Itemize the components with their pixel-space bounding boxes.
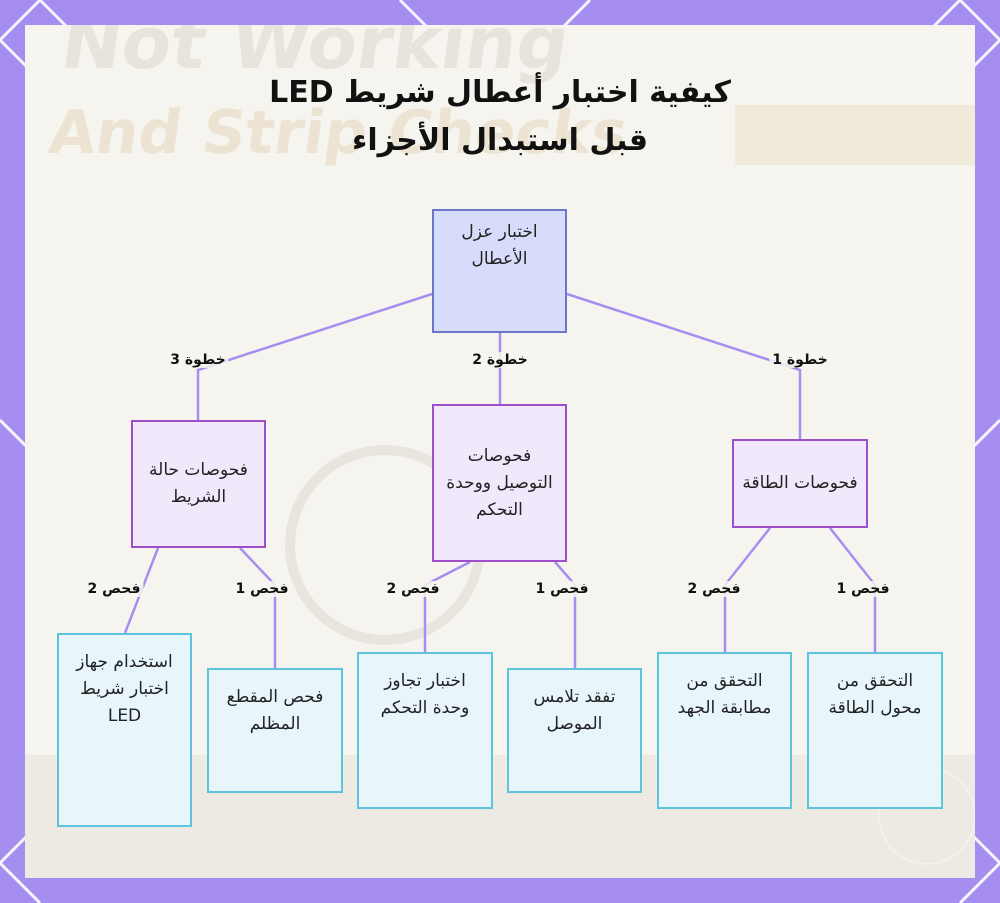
check-label-step2-2: فحص 2 bbox=[383, 581, 443, 597]
leaf-step3-check1-label: فحص المقطع المظلم bbox=[226, 687, 324, 734]
step-1-node-label: فحوصات الطاقة bbox=[742, 473, 858, 493]
step-3-node-label: فحوصات حالة الشريط bbox=[149, 460, 248, 507]
check-label-step3-1: فحص 1 bbox=[232, 581, 292, 597]
leaf-step3-check2: استخدام جهاز اختبار شريط LED bbox=[57, 633, 192, 827]
root-node-label: اختبار عزل الأعطال bbox=[461, 222, 538, 269]
diagram-title-line2: قبل استبدال الأجزاء bbox=[351, 123, 648, 158]
leaf-step1-check2-label: التحقق من مطابقة الجهد bbox=[677, 671, 772, 718]
step-2-node: فحوصات التوصيل ووحدة التحكم bbox=[432, 404, 567, 562]
step-1-node: فحوصات الطاقة bbox=[732, 439, 868, 528]
step-3-node: فحوصات حالة الشريط bbox=[131, 420, 266, 548]
leaf-step3-check2-label: استخدام جهاز اختبار شريط LED bbox=[76, 652, 173, 726]
leaf-step3-check1: فحص المقطع المظلم bbox=[207, 668, 343, 793]
leaf-step1-check1-label: التحقق من محول الطاقة bbox=[828, 671, 922, 718]
check-label-step3-2: فحص 2 bbox=[84, 581, 144, 597]
step-label-1: خطوة 1 bbox=[769, 352, 831, 368]
check-label-step2-1: فحص 1 bbox=[532, 581, 592, 597]
leaf-step1-check1: التحقق من محول الطاقة bbox=[807, 652, 943, 809]
step-2-node-label: فحوصات التوصيل ووحدة التحكم bbox=[446, 445, 553, 520]
step-label-3: خطوة 3 bbox=[167, 352, 229, 368]
diagram-title-line1: كيفية اختبار أعطال شريط LED bbox=[269, 75, 731, 110]
leaf-step2-check1: تفقد تلامس الموصل bbox=[507, 668, 642, 793]
leaf-step2-check2-label: اختبار تجاوز وحدة التحكم bbox=[380, 671, 470, 718]
leaf-step2-check2: اختبار تجاوز وحدة التحكم bbox=[357, 652, 493, 809]
check-label-step1-2: فحص 2 bbox=[684, 581, 744, 597]
leaf-step2-check1-label: تفقد تلامس الموصل bbox=[533, 687, 616, 734]
leaf-step1-check2: التحقق من مطابقة الجهد bbox=[657, 652, 792, 809]
check-label-step1-1: فحص 1 bbox=[833, 581, 893, 597]
root-node: اختبار عزل الأعطال bbox=[432, 209, 567, 333]
step-label-2: خطوة 2 bbox=[469, 352, 531, 368]
